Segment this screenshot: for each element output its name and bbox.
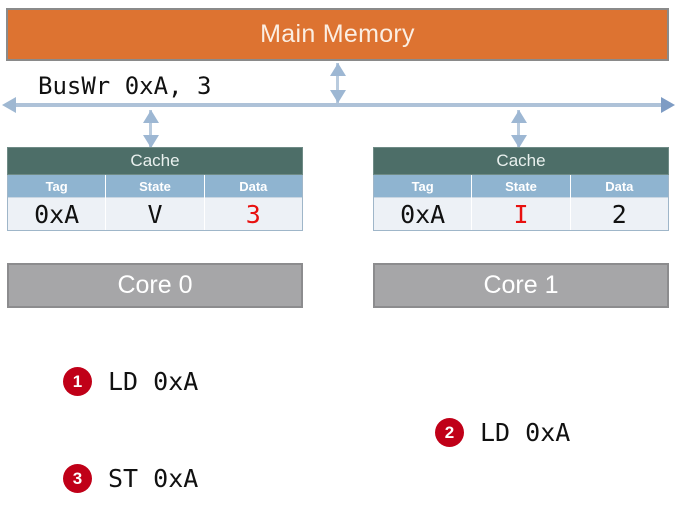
connector-stem — [336, 63, 339, 103]
system-bus-line — [14, 103, 664, 107]
connector-arrowhead-up — [330, 63, 346, 76]
column-header-state: State — [106, 175, 204, 197]
cache-cell-data: 2 — [570, 197, 668, 230]
step-item-2: 2 LD 0xA — [435, 418, 570, 447]
cache-title-label: Cache — [496, 151, 546, 170]
cache-column-state: State V — [105, 175, 204, 230]
main-memory-label: Main Memory — [260, 20, 415, 48]
connector-arrowhead-down — [511, 135, 527, 148]
cache-column-data: Data 3 — [203, 175, 302, 230]
core-label-0: Core 0 — [117, 271, 193, 299]
step-badge-1: 1 — [63, 367, 92, 396]
core-block-0: Core 0 — [7, 263, 303, 308]
cache-table-row-group: Tag 0xA State I Data 2 — [374, 175, 668, 230]
step-label-2: LD 0xA — [480, 418, 571, 447]
cache-cell-state: I — [472, 197, 570, 230]
step-item-1: 1 LD 0xA — [63, 367, 198, 396]
cache-cell-tag: 0xA — [8, 197, 106, 230]
bus-cache1-connector-arrow — [511, 110, 527, 148]
cache-column-tag: Tag 0xA — [8, 175, 106, 230]
cache-block-core0: Cache Tag 0xA State V Data 3 — [7, 147, 303, 231]
cache-column-tag: Tag 0xA — [374, 175, 472, 230]
step-label-3: ST 0xA — [108, 464, 199, 493]
column-header-state: State — [472, 175, 570, 197]
cache-column-data: Data 2 — [569, 175, 668, 230]
step-item-3: 3 ST 0xA — [63, 464, 198, 493]
step-badge-3: 3 — [63, 464, 92, 493]
cache-cell-tag: 0xA — [374, 197, 472, 230]
cache-block-core1: Cache Tag 0xA State I Data 2 — [373, 147, 669, 231]
bus-cache0-connector-arrow — [143, 110, 159, 148]
connector-arrowhead-down — [143, 135, 159, 148]
core-label-1: Core 1 — [483, 271, 559, 299]
step-badge-2: 2 — [435, 418, 464, 447]
connector-arrowhead-up — [511, 110, 527, 123]
cache-table-core0: Tag 0xA State V Data 3 — [7, 175, 303, 231]
core-block-1: Core 1 — [373, 263, 669, 308]
cache-title-core1: Cache — [373, 147, 669, 175]
cache-cell-state: V — [106, 197, 204, 230]
cache-column-state: State I — [471, 175, 570, 230]
main-memory-block: Main Memory — [6, 8, 669, 61]
cache-title-core0: Cache — [7, 147, 303, 175]
step-label-1: LD 0xA — [108, 367, 199, 396]
memory-bus-connector-arrow — [330, 63, 346, 103]
column-header-tag: Tag — [8, 175, 106, 197]
cache-table-core1: Tag 0xA State I Data 2 — [373, 175, 669, 231]
cache-table-row-group: Tag 0xA State V Data 3 — [8, 175, 302, 230]
cache-title-label: Cache — [130, 151, 180, 170]
bus-arrowhead-left — [2, 97, 16, 113]
bus-transaction-label: BusWr 0xA, 3 — [38, 72, 212, 100]
connector-arrowhead-up — [143, 110, 159, 123]
bus-arrowhead-right — [661, 97, 675, 113]
column-header-data: Data — [570, 175, 668, 197]
connector-arrowhead-down — [330, 90, 346, 103]
column-header-data: Data — [204, 175, 302, 197]
column-header-tag: Tag — [374, 175, 472, 197]
connector-stem — [517, 110, 520, 148]
connector-stem — [149, 110, 152, 148]
cache-cell-data: 3 — [204, 197, 302, 230]
